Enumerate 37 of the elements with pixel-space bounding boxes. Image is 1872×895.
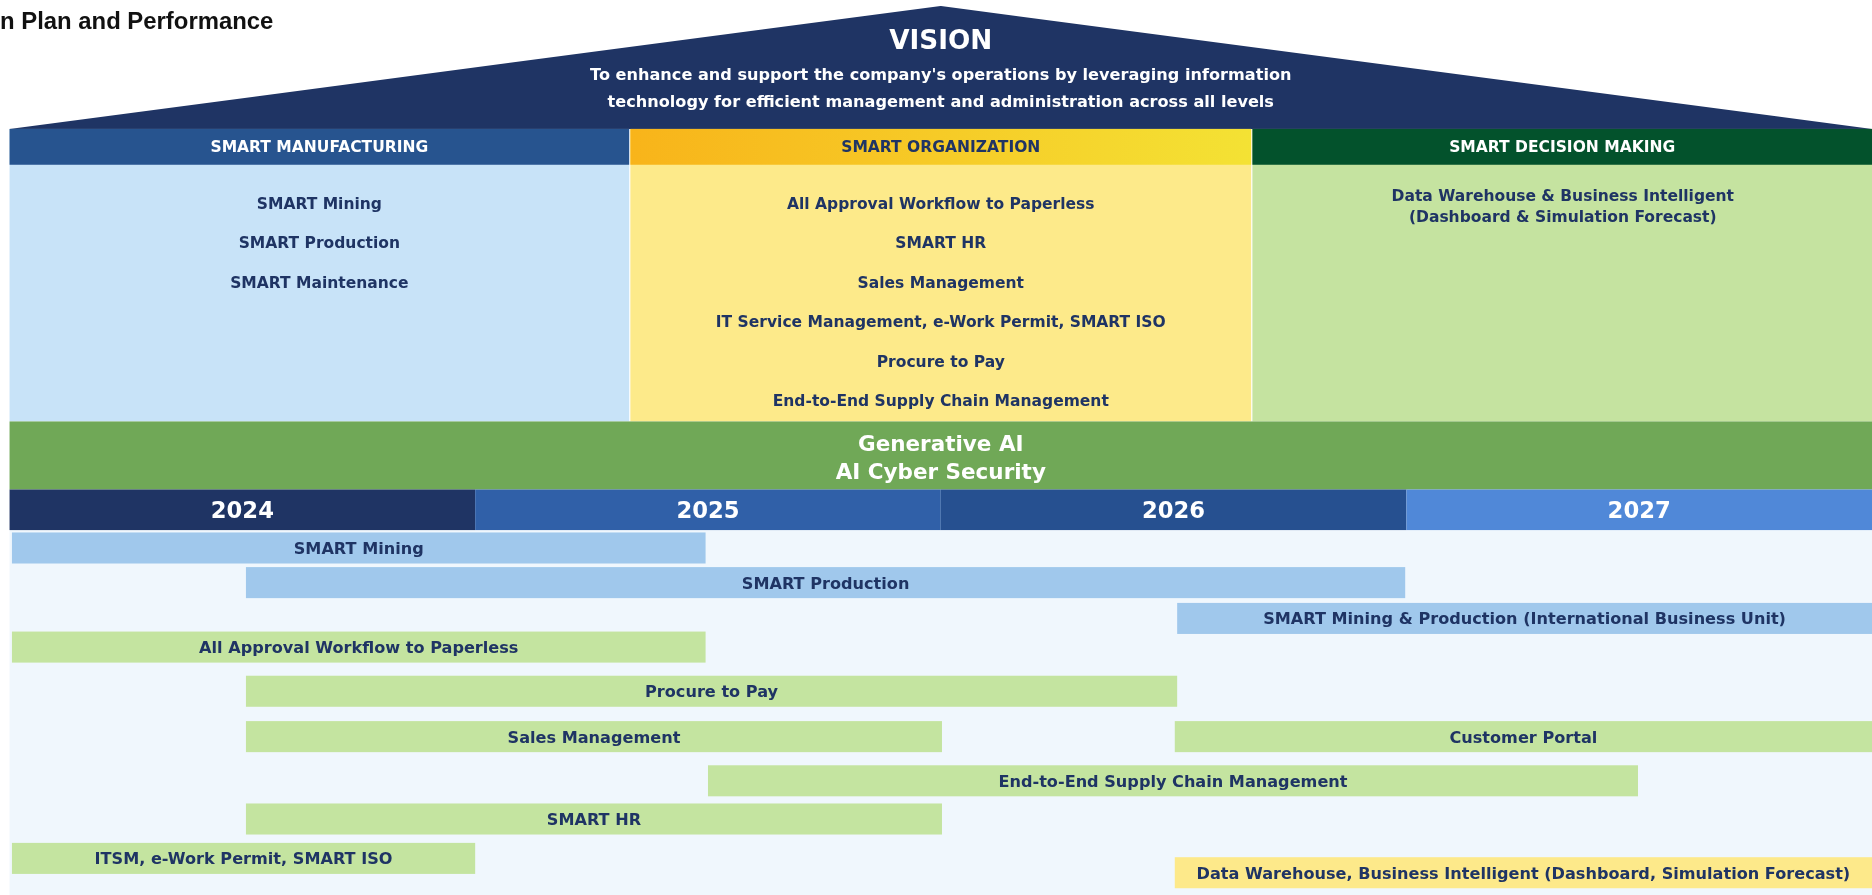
timeline-bar: Procure to Pay — [245, 675, 1178, 707]
pillar-item: All Approval Workflow to Paperless — [786, 194, 1096, 213]
vision-statement: To enhance and support the company's operations by leveraging information technology for efficient management and administration across all levels — [589, 63, 1293, 114]
timeline-bar: Data Warehouse, Business Intelligent (Dashboard, Simulation Forecast) — [1174, 857, 1872, 889]
pillar-item: SMART Mining — [255, 194, 383, 213]
timeline-bar: End-to-End Supply Chain Management — [707, 765, 1638, 797]
timeline-bar: SMART Mining & Production (International Business Unit) — [1177, 602, 1872, 634]
pillar-item: IT Service Management, e-Work Permit, SMART ISO — [714, 312, 1167, 331]
timeline-bar: SMART Production — [245, 567, 1406, 599]
pillar-item: Procure to Pay — [875, 352, 1006, 371]
pillar-item: SMART HR — [894, 234, 988, 252]
timeline-bar: All Approval Workflow to Paperless — [11, 631, 706, 663]
timeline-bar: SMART Mining — [11, 532, 706, 564]
pillar-item: SMART Production — [237, 234, 402, 252]
pillar-heading: SMART MANUFACTURING — [9, 128, 630, 165]
pillar-heading: SMART DECISION MAKING — [1252, 128, 1872, 165]
timeline-bar: Sales Management — [245, 721, 942, 753]
pillar-panel — [9, 128, 630, 422]
year-header: 2025 — [475, 489, 941, 531]
pillar-item: Sales Management — [856, 273, 1025, 292]
vision-heading: VISION — [888, 25, 994, 55]
band-text: Generative AI — [857, 431, 1025, 458]
timeline-bar: Customer Portal — [1174, 721, 1872, 753]
pillar-panel — [630, 128, 1252, 422]
page-title: n Plan and Performance — [0, 7, 274, 35]
pillar-item: Data Warehouse & Business Intelligent (Dashboard & Simulation Forecast) — [1390, 185, 1735, 228]
pillar-item: SMART Maintenance — [229, 273, 410, 292]
year-header: 2027 — [1406, 489, 1872, 531]
band-text: AI Cyber Security — [834, 458, 1047, 485]
timeline-bar: ITSM, e-Work Permit, SMART ISO — [11, 842, 476, 874]
timeline-bar: SMART HR — [245, 803, 942, 835]
pillar-heading: SMART ORGANIZATION — [630, 128, 1252, 165]
pillar-panel — [1252, 128, 1872, 422]
pillar-item: End-to-End Supply Chain Management — [771, 391, 1110, 410]
year-header: 2024 — [9, 489, 476, 531]
foundation-band — [9, 421, 1872, 490]
year-header: 2026 — [940, 489, 1407, 531]
